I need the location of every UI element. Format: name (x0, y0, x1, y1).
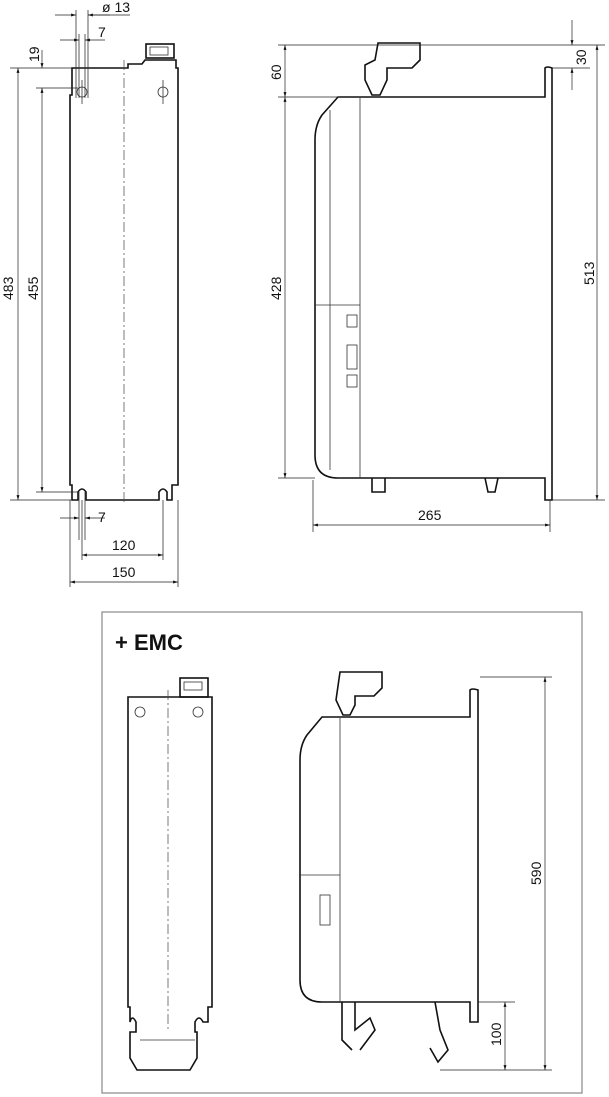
emc-title: + EMC (115, 630, 183, 655)
emc-variant-panel: + EMC 590 100 (101, 611, 583, 1094)
side-view (314, 42, 553, 501)
dim-slot-top: 7 (98, 24, 106, 40)
dim-emc-height: 590 (528, 861, 544, 885)
front-view-dimensions: ø 13 7 483 19 455 7 120 150 (0, 0, 179, 587)
dim-body-height: 428 (268, 276, 284, 300)
dim-emc-extension: 100 (488, 1022, 504, 1046)
dim-connector-height: 60 (268, 64, 284, 80)
dim-depth: 265 (418, 507, 442, 523)
dim-total-height: 513 (581, 261, 597, 285)
dim-slot-bottom: 7 (98, 509, 106, 525)
dim-hole-pitch: 120 (112, 537, 136, 553)
dim-hole-spacing: 455 (25, 276, 41, 300)
side-view-dimensions: 60 428 30 513 265 (268, 20, 605, 532)
dim-width: 150 (112, 564, 136, 580)
front-view (69, 10, 179, 505)
dim-height-483: 483 (0, 276, 16, 300)
dim-hole-offset: 19 (26, 46, 42, 62)
dim-hole-diameter: ø 13 (102, 0, 130, 15)
dim-flange-offset: 30 (573, 49, 589, 65)
